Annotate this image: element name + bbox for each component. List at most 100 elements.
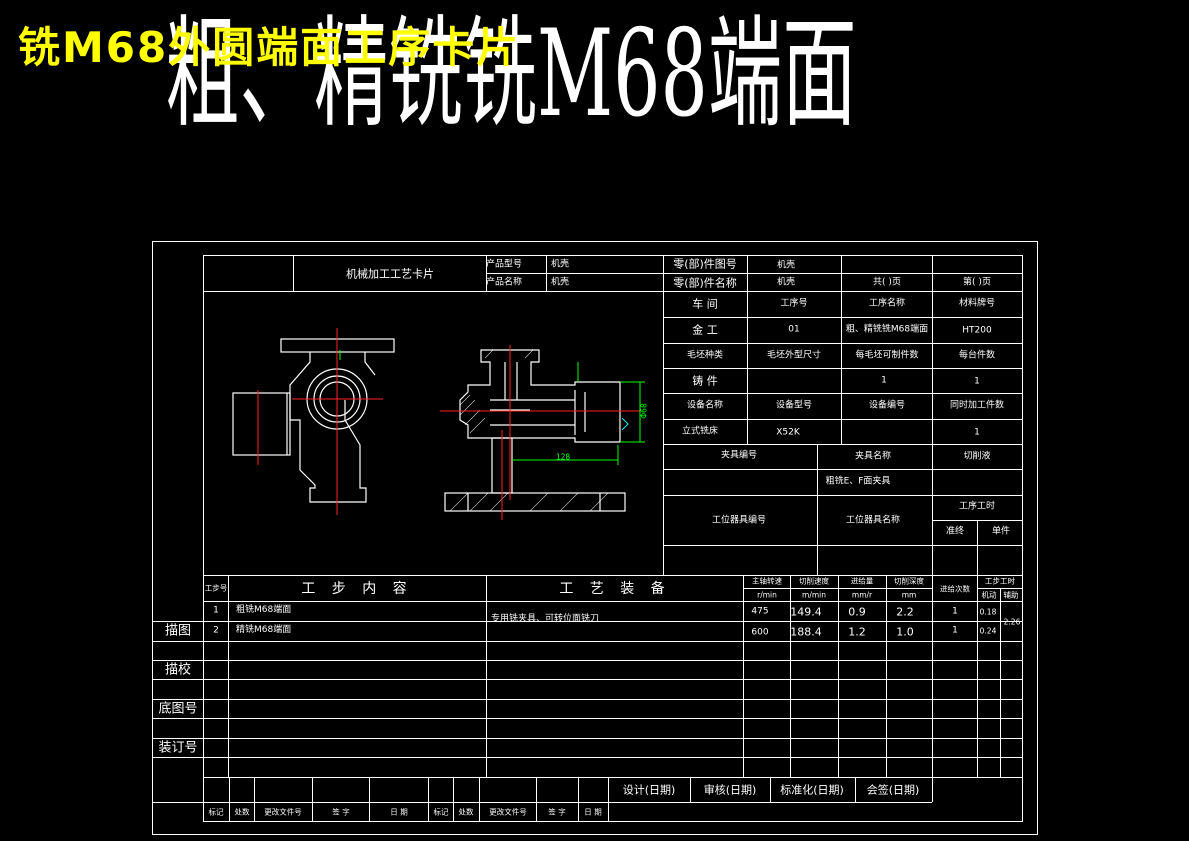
unit-time-label: 单件 — [991, 526, 1011, 537]
equip-no-label: 设备编号 — [868, 400, 906, 411]
equip-name: 立式铣床 — [681, 426, 719, 437]
footer-signature-2: 签 字 — [548, 807, 566, 817]
footer-mark-1: 标记 — [208, 807, 224, 817]
footer-date-2: 日 期 — [584, 807, 602, 817]
depth-header: 切削深度 — [894, 576, 924, 586]
product-name-label: 产品名称 — [485, 277, 523, 288]
sign-design: 设计(日期) — [622, 783, 676, 797]
step-1-feed: 0.9 — [848, 605, 866, 619]
step-2-passes: 1 — [952, 625, 958, 636]
workshop-label: 车 间 — [692, 297, 718, 311]
sign-standard: 标准化(日期) — [780, 783, 844, 797]
side-base-no: 底图号 — [158, 701, 198, 717]
aux-time-total: 2.26 — [1003, 617, 1021, 627]
card-name: 机械加工工艺卡片 — [346, 267, 434, 281]
product-name: 机壳 — [550, 277, 570, 288]
op-no-label: 工序号 — [780, 298, 808, 309]
part-drawing-section — [444, 349, 626, 512]
step-2-no: 2 — [213, 625, 219, 636]
per-blank-label: 每毛坯可制件数 — [855, 350, 919, 361]
simultaneous: 1 — [974, 427, 980, 438]
step-2-feed: 1.2 — [848, 625, 866, 639]
aux-time-header: 辅助 — [1003, 590, 1019, 600]
feed-unit: mm/r — [851, 590, 873, 600]
footer-count-1: 处数 — [234, 807, 250, 817]
part-no-label: 零(部)件图号 — [673, 257, 737, 271]
part-drawing-left — [232, 338, 395, 503]
per-blank: 1 — [881, 375, 887, 386]
side-trace: 描图 — [164, 623, 192, 639]
part-name-label: 零(部)件名称 — [673, 276, 737, 290]
footer-signature-1: 签 字 — [332, 807, 350, 817]
footer-count-2: 处数 — [458, 807, 474, 817]
step-2-speed: 600 — [751, 627, 769, 638]
depth-unit: mm — [901, 590, 917, 600]
footer-doc-no-1: 更改文件号 — [264, 807, 302, 817]
prep-time-label: 准终 — [945, 526, 965, 537]
part-no: 机壳 — [776, 260, 796, 271]
dim-diameter: Φ68 — [639, 403, 649, 419]
equip-model-label: 设备型号 — [775, 400, 813, 411]
station-no-label: 工位器具编号 — [711, 515, 767, 526]
cut-speed-unit: m/min — [802, 590, 826, 600]
op-name: 粗、精铣铣M68端面 — [845, 324, 929, 335]
machine-time-header: 机动 — [981, 590, 997, 600]
step-2-content: 精铣M68端面 — [236, 625, 292, 635]
step-equipment: 专用铣夹具、可转位面铣刀 — [491, 614, 600, 624]
op-time-label: 工序工时 — [958, 501, 996, 512]
material-label: 材料牌号 — [958, 298, 996, 309]
step-1-passes: 1 — [952, 606, 958, 617]
op-no: 01 — [788, 324, 800, 335]
cut-speed-header: 切削速度 — [799, 576, 829, 586]
spindle-speed-header: 主轴转速 — [752, 576, 782, 586]
fixture-name-label: 夹具名称 — [854, 451, 892, 462]
step-1-content: 粗铣M68端面 — [236, 605, 292, 615]
fixture-no-label: 夹具编号 — [720, 450, 758, 461]
per-unit-label: 每台件数 — [958, 350, 996, 361]
station-name-label: 工位器具名称 — [845, 515, 901, 526]
fixture-name: 粗铣E、F面夹具 — [825, 476, 891, 487]
step-1-no: 1 — [213, 605, 219, 616]
step-2-cut-speed: 188.4 — [790, 625, 822, 639]
product-model: 机壳 — [550, 259, 570, 270]
page-number: 第( )页 — [963, 277, 991, 288]
side-binding-no: 装订号 — [158, 740, 198, 756]
sign-approve: 会签(日期) — [866, 783, 920, 797]
step-1-cut-speed: 149.4 — [790, 605, 822, 619]
passes-header: 进给次数 — [940, 584, 970, 594]
step-1-depth: 2.2 — [896, 605, 914, 619]
product-model-label: 产品型号 — [485, 259, 523, 270]
step-1-speed: 475 — [751, 606, 769, 617]
footer-date-1: 日 期 — [390, 807, 408, 817]
sign-review: 审核(日期) — [703, 783, 757, 797]
per-unit: 1 — [974, 376, 980, 387]
equip-model: X52K — [776, 427, 800, 438]
op-name-label: 工序名称 — [868, 298, 906, 309]
workshop: 金 工 — [692, 323, 718, 337]
step-time-header: 工步工时 — [985, 576, 1015, 586]
yellow-caption: 铣M68外圆端面工序卡片 — [18, 23, 521, 72]
simultaneous-label: 同时加工件数 — [949, 400, 1005, 411]
spindle-speed-unit: r/min — [757, 590, 777, 600]
blank-size-label: 毛坯外型尺寸 — [766, 350, 822, 361]
material: HT200 — [962, 325, 992, 336]
part-name: 机壳 — [776, 277, 796, 288]
coolant-label: 切削液 — [963, 451, 991, 462]
dim-length: 128 — [555, 452, 571, 462]
main-title: 粗、精铣铣M68端面 — [165, 5, 857, 144]
step-1-time: 0.18 — [979, 607, 997, 617]
footer-mark-2: 标记 — [433, 807, 449, 817]
feed-header: 进给量 — [850, 576, 874, 586]
step-content-header: 工 步 内 容 — [301, 581, 413, 597]
side-check: 描校 — [164, 662, 192, 678]
footer-doc-no-2: 更改文件号 — [489, 807, 527, 817]
total-pages: 共( )页 — [873, 277, 901, 288]
step-2-depth: 1.0 — [896, 625, 914, 639]
equip-name-label: 设备名称 — [686, 400, 724, 411]
blank-type-label: 毛坯种类 — [686, 350, 724, 361]
step-no-header: 工步号 — [204, 583, 228, 593]
step-2-time: 0.24 — [979, 626, 997, 636]
blank-type: 铸 件 — [692, 374, 718, 388]
step-equip-header: 工 艺 装 备 — [559, 581, 671, 597]
